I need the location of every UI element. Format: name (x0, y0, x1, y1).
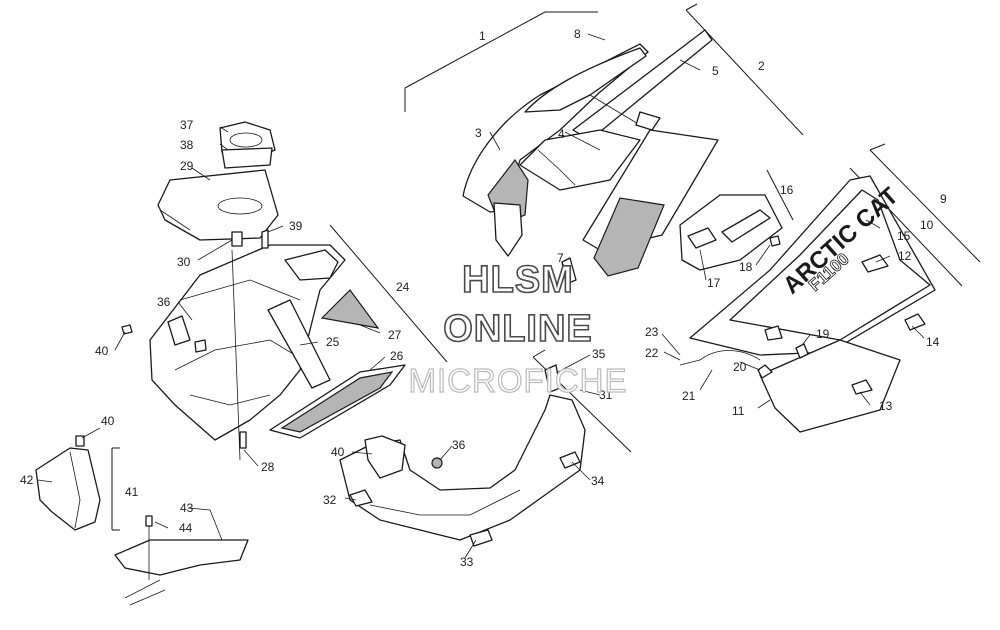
callout-36b: 36 (452, 438, 466, 452)
callout-40a: 40 (95, 344, 109, 358)
callout-30: 30 (177, 255, 191, 269)
callout-28: 28 (261, 460, 275, 474)
callout-9: 9 (940, 192, 947, 206)
callout-17: 17 (707, 276, 721, 290)
callout-18: 18 (739, 260, 753, 274)
callout-22: 22 (645, 346, 659, 360)
callout-4: 4 (558, 127, 565, 141)
chassis-assembly (121, 229, 406, 461)
side-panel-assembly: ARCTIC CAT F1100 (679, 175, 936, 433)
left-panel-assembly (35, 435, 249, 606)
callout-37: 37 (180, 118, 194, 132)
callout-31: 31 (599, 388, 613, 402)
hood-assembly (462, 29, 719, 285)
callout-27: 27 (388, 328, 402, 342)
callout-13: 13 (879, 399, 893, 413)
callout-26: 26 (390, 349, 404, 363)
callout-24: 24 (396, 280, 410, 294)
callout-19: 19 (816, 327, 830, 341)
callout-11: 11 (732, 404, 745, 418)
callout-5: 5 (712, 64, 719, 78)
callout-25: 25 (326, 335, 340, 349)
callout-29: 29 (180, 159, 194, 173)
callout-35: 35 (592, 347, 606, 361)
callout-7: 7 (557, 251, 564, 265)
watermark-line1: HLSM (462, 259, 574, 301)
callout-32: 32 (323, 493, 337, 507)
callout-40b: 40 (101, 414, 115, 428)
callout-38: 38 (180, 138, 194, 152)
callout-36: 36 (157, 295, 171, 309)
callout-42: 42 (20, 473, 34, 487)
nose-pan-assembly (339, 364, 586, 547)
callout-20: 20 (733, 360, 747, 374)
callout-33: 33 (460, 555, 474, 569)
callout-15: 15 (897, 229, 911, 243)
callout-40c: 40 (331, 445, 345, 459)
watermark: HLSM ONLINE MICROFICHE (408, 258, 628, 399)
callout-labels: 1 2 3 4 5 7 8 9 10 11 12 13 14 15 16 17 … (20, 27, 947, 569)
fuel-tank-assembly (157, 121, 279, 247)
callout-21: 21 (682, 389, 696, 403)
callout-12: 12 (898, 249, 912, 263)
watermark-line3: MICROFICHE (409, 362, 628, 399)
callout-2: 2 (758, 59, 765, 73)
callout-16: 16 (780, 183, 794, 197)
callout-44: 44 (179, 521, 193, 535)
callout-34: 34 (591, 474, 605, 488)
leader-lines (37, 33, 925, 559)
callout-14: 14 (926, 335, 940, 349)
watermark-line2: ONLINE (443, 308, 593, 350)
callout-10: 10 (920, 218, 934, 232)
callout-1: 1 (479, 29, 486, 43)
callout-23: 23 (645, 325, 659, 339)
callout-3: 3 (475, 126, 482, 140)
callout-8: 8 (574, 27, 581, 41)
callout-43: 43 (180, 501, 194, 515)
callout-39: 39 (289, 219, 303, 233)
callout-41: 41 (125, 485, 139, 499)
